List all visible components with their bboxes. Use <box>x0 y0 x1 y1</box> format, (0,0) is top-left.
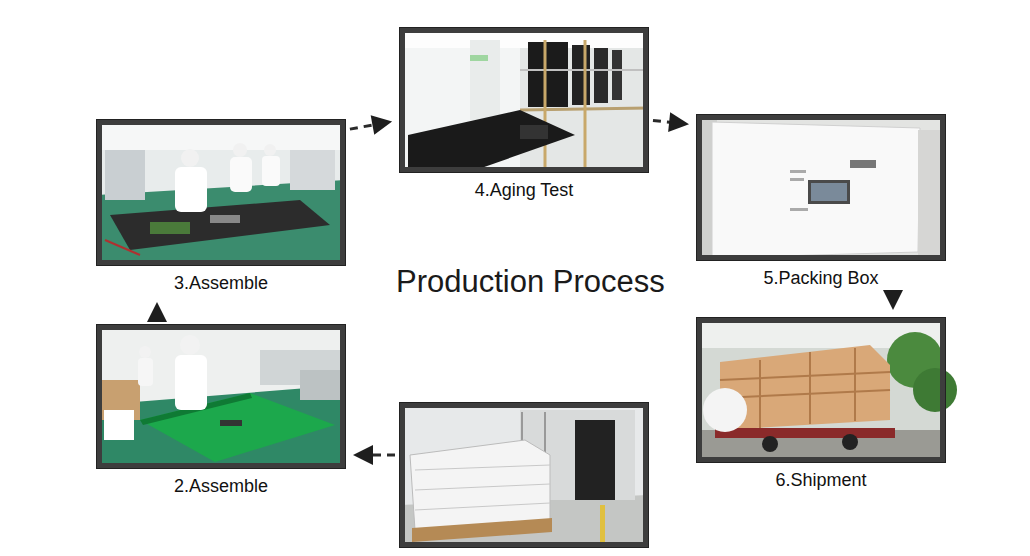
aging-photo-part <box>400 28 648 172</box>
packing-photo-part <box>790 208 808 211</box>
assembly-photo-part <box>233 143 247 157</box>
photo-frame <box>697 115 945 260</box>
packing-photo <box>697 115 945 260</box>
assembly-photo-part <box>180 335 200 355</box>
aging-photo-part <box>520 125 548 139</box>
aging-photo-part <box>594 48 608 103</box>
assembly-photo-part <box>104 410 134 440</box>
dashed-line <box>369 454 395 457</box>
assembly-photo-part <box>300 370 340 400</box>
flow-arrow <box>147 302 167 322</box>
packing-photo-part <box>808 180 850 204</box>
assembly-photo-part <box>97 120 345 265</box>
process-step <box>400 403 648 547</box>
panel-stock-photo <box>400 403 648 547</box>
panel-stock-photo-part <box>415 465 550 470</box>
step-caption: 2.Assemble <box>97 475 345 497</box>
flow-arrow <box>350 115 392 135</box>
aging-photo-part <box>584 40 587 172</box>
photo-frame <box>97 120 345 265</box>
assembly-photo-part <box>139 346 151 358</box>
packing-photo-part <box>790 178 804 181</box>
step-caption: 3.Assemble <box>97 272 345 294</box>
packing-photo-part <box>811 183 847 201</box>
assembly-photo-part <box>175 167 207 212</box>
dashed-line <box>156 318 159 320</box>
arrow-head <box>371 115 392 135</box>
shipment-photo-part <box>720 390 890 398</box>
aging-photo-part <box>470 40 500 120</box>
panel-stock-photo-part <box>412 518 552 542</box>
assembly-photo-part <box>175 355 207 410</box>
shipment-photo-part <box>854 348 856 421</box>
panel-stock-photo-part <box>400 403 648 547</box>
diagram-title: Production Process <box>396 264 665 300</box>
shipment-photo-part <box>842 434 858 450</box>
assembly-photo-part <box>110 200 330 250</box>
process-step: 3.Assemble <box>97 120 345 294</box>
flow-arrow <box>883 290 903 310</box>
shipment-photo-part <box>703 388 747 432</box>
assembly-photo-part <box>138 358 153 386</box>
shipment-photo-part <box>913 368 957 412</box>
aging-photo-part <box>408 110 575 172</box>
packing-photo-part <box>790 170 806 173</box>
assembly-photo-part <box>97 325 345 468</box>
assembly-photo-part <box>230 157 252 192</box>
aging-photo-part <box>470 55 488 61</box>
dashed-line <box>350 124 376 129</box>
panel-stock-photo-part <box>600 505 605 547</box>
step-caption: 5.Packing Box <box>697 267 945 289</box>
photo-frame <box>697 318 945 462</box>
packing-photo-part <box>712 122 920 258</box>
assembly-photo-part <box>290 150 335 190</box>
arrow-head <box>883 290 903 310</box>
packing-photo-part <box>697 115 945 260</box>
assembly-photo-part <box>150 222 190 234</box>
aging-photo-part <box>572 45 590 105</box>
step-caption: 6.Shipment <box>697 469 945 491</box>
dashed-line <box>653 121 673 123</box>
panel-stock-photo-part <box>575 420 615 500</box>
shipment-photo-part <box>715 428 895 438</box>
process-step: 5.Packing Box <box>697 115 945 289</box>
shipment-photo-part <box>759 360 761 428</box>
shipment-photo-part <box>697 318 945 462</box>
assembly-photo <box>97 120 345 265</box>
aging-photo <box>400 28 648 172</box>
arrow-head <box>668 112 689 132</box>
arrow-head <box>147 302 167 322</box>
arrow-head <box>353 445 373 465</box>
flow-arrow <box>353 445 395 465</box>
photo-frame <box>400 403 648 547</box>
assembly-photo-part <box>105 150 145 200</box>
packing-photo-part <box>850 160 876 168</box>
assembly-photo-part <box>140 393 335 462</box>
panel-stock-photo-part <box>410 440 550 530</box>
flow-arrow <box>653 112 689 132</box>
process-step: 2.Assemble <box>97 325 345 497</box>
panel-stock-photo-part <box>415 503 550 510</box>
aging-photo-part <box>544 40 547 172</box>
shipment-photo-part <box>762 436 778 452</box>
photo-frame <box>400 28 648 172</box>
assembly-photo-part <box>220 420 242 426</box>
assembly-photo-part <box>181 149 199 167</box>
process-step: 4.Aging Test <box>400 28 648 201</box>
aging-photo-part <box>528 42 568 107</box>
shipment-photo-part <box>720 372 890 380</box>
assembly-photo-part <box>262 156 280 186</box>
panel-stock-photo-part <box>415 484 550 490</box>
shipment-photo <box>697 318 957 462</box>
shipment-photo-part <box>809 352 811 424</box>
assembly-photo <box>97 325 345 468</box>
photo-frame <box>97 325 345 468</box>
step-caption: 4.Aging Test <box>400 179 648 201</box>
process-step: 6.Shipment <box>697 318 945 491</box>
assembly-photo-part <box>264 144 276 156</box>
aging-photo-part <box>612 50 622 100</box>
assembly-photo-part <box>210 215 240 223</box>
assembly-photo-part <box>105 240 140 255</box>
